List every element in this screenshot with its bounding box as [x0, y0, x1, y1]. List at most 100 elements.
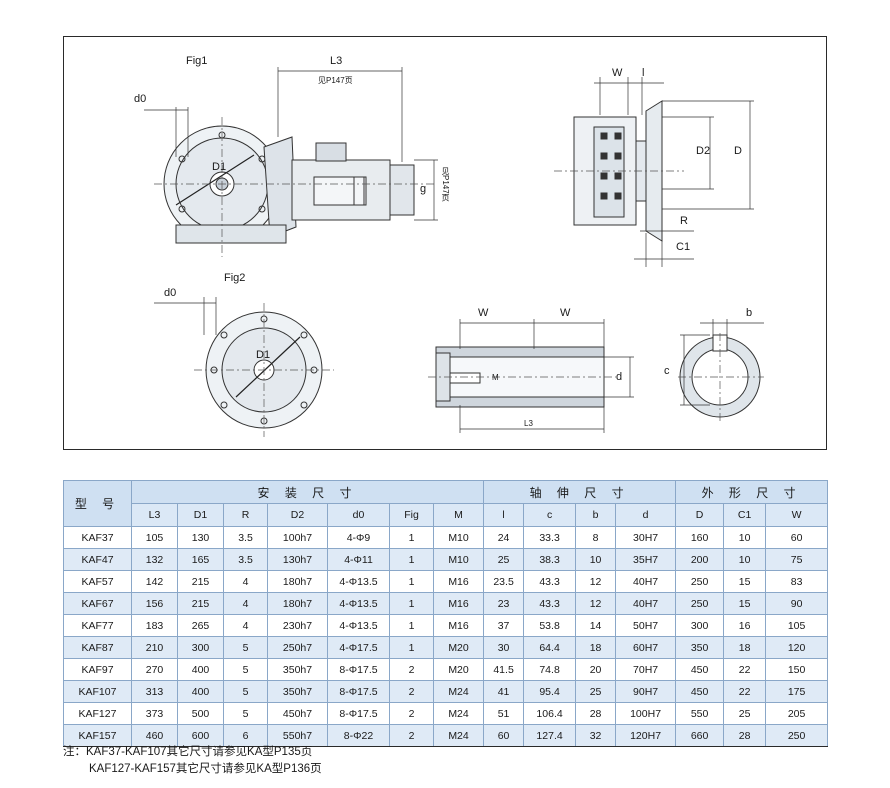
value-cell: 373 [131, 702, 178, 725]
value-cell: 10 [723, 526, 767, 549]
value-cell: 660 [675, 724, 725, 747]
value-cell: 4 [223, 570, 268, 593]
header-shaft: 轴 伸 尺 寸 [483, 480, 677, 504]
value-cell: 35H7 [615, 548, 677, 571]
value-cell: 32 [575, 724, 617, 747]
value-cell: 24 [483, 526, 525, 549]
col-header: b [575, 503, 617, 527]
value-cell: 106.4 [523, 702, 577, 725]
value-cell: 130h7 [267, 548, 328, 571]
drawing-lines [144, 67, 764, 437]
value-cell: 250 [675, 592, 725, 615]
keyway-c-label: c [664, 365, 670, 377]
model-cell: KAF127 [63, 702, 132, 725]
value-cell: 1 [389, 636, 434, 659]
value-cell: 41.5 [483, 658, 525, 681]
value-cell: 8 [575, 526, 617, 549]
value-cell: 215 [177, 592, 224, 615]
value-cell: 30H7 [615, 526, 677, 549]
value-cell: M16 [432, 570, 485, 593]
value-cell: 450 [675, 658, 725, 681]
value-cell: 450h7 [267, 702, 328, 725]
technical-drawing: Fig1 Fig2 d0 L3 见P147页 D1 g 见P147页 W l D… [63, 36, 827, 450]
value-cell: 180h7 [267, 570, 328, 593]
col-header: D1 [177, 503, 224, 527]
value-cell: 40H7 [615, 592, 677, 615]
value-cell: 160 [675, 526, 725, 549]
value-cell: 8-Φ17.5 [327, 658, 390, 681]
value-cell: 460 [131, 724, 178, 747]
value-cell: 400 [177, 680, 224, 703]
hollow-shaft-section [428, 319, 634, 433]
value-cell: 350h7 [267, 680, 328, 703]
value-cell: 95.4 [523, 680, 577, 703]
value-cell: 2 [389, 658, 434, 681]
fig1-page-ref-vertical: 见P147页 [441, 167, 450, 202]
value-cell: 130 [177, 526, 224, 549]
value-cell: 2 [389, 702, 434, 725]
value-cell: 25 [483, 548, 525, 571]
value-cell: 100H7 [615, 702, 677, 725]
value-cell: 165 [177, 548, 224, 571]
side-l-label: l [642, 67, 645, 79]
value-cell: 4 [223, 592, 268, 615]
value-cell: 4 [223, 614, 268, 637]
fig1-d1-label: D1 [212, 161, 227, 173]
value-cell: 100h7 [267, 526, 328, 549]
value-cell: M24 [432, 680, 485, 703]
value-cell: 30 [483, 636, 525, 659]
value-cell: 4-Φ11 [327, 548, 390, 571]
value-cell: 90H7 [615, 680, 677, 703]
fig2-d1-label: D1 [256, 349, 271, 361]
model-cell: KAF57 [63, 570, 132, 593]
value-cell: 180h7 [267, 592, 328, 615]
value-cell: 50H7 [615, 614, 677, 637]
model-cell: KAF87 [63, 636, 132, 659]
side-c1-label: C1 [676, 241, 691, 253]
value-cell: 300 [675, 614, 725, 637]
value-cell: M24 [432, 724, 485, 747]
value-cell: 8-Φ22 [327, 724, 390, 747]
note-line: 注：KAF37-KAF107其它尺寸请参见KA型P135页 [63, 746, 313, 758]
value-cell: 210 [131, 636, 178, 659]
col-header: d [615, 503, 677, 527]
value-cell: 37 [483, 614, 525, 637]
value-cell: 4-Φ13.5 [327, 614, 390, 637]
fig2-flange [154, 297, 334, 437]
value-cell: 127.4 [523, 724, 577, 747]
value-cell: 550 [675, 702, 725, 725]
value-cell: 313 [131, 680, 178, 703]
value-cell: 142 [131, 570, 178, 593]
side-r-label: R [680, 215, 688, 227]
col-header: D [675, 503, 725, 527]
side-d-label: D [734, 145, 742, 157]
value-cell: 10 [575, 548, 617, 571]
model-cell: KAF37 [63, 526, 132, 549]
value-cell: 500 [177, 702, 224, 725]
fig1-g-label: g [420, 183, 427, 195]
value-cell: 18 [575, 636, 617, 659]
shaft-d-label: d [616, 371, 623, 383]
value-cell: 38.3 [523, 548, 577, 571]
value-cell: 51 [483, 702, 525, 725]
value-cell: 8-Φ17.5 [327, 680, 390, 703]
value-cell: 5 [223, 680, 268, 703]
value-cell: 4-Φ9 [327, 526, 390, 549]
value-cell: 1 [389, 570, 434, 593]
shaft-w1-label: W [478, 307, 489, 319]
col-header: W [765, 503, 829, 527]
value-cell: 250 [675, 570, 725, 593]
keyway-b-label: b [746, 307, 753, 319]
value-cell: 450 [675, 680, 725, 703]
value-cell: 8-Φ17.5 [327, 702, 390, 725]
col-header: D2 [267, 503, 328, 527]
notes: 注：KAF37-KAF107其它尺寸请参见KA型P135页 KAF127-KAF… [63, 744, 322, 778]
value-cell: 270 [131, 658, 178, 681]
value-cell: M16 [432, 614, 485, 637]
